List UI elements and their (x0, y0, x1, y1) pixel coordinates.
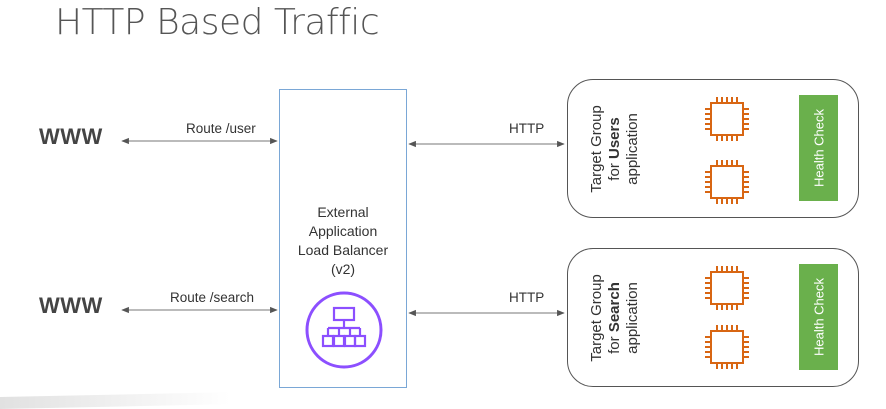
target-group-search-label: Target Group for Search application (574, 257, 656, 379)
tg-users-line-1: Target Group (588, 105, 605, 193)
ec2-instance-icon (705, 325, 749, 369)
tg-search-line-3: application (624, 282, 641, 354)
health-check-users: Health Check (799, 95, 838, 201)
tg-search-for: for (606, 332, 623, 354)
load-balancer-box: External Application Load Balancer (v2) (279, 89, 407, 388)
tg-search-line-1: Target Group (588, 274, 605, 362)
tg-search-name: Search (606, 282, 623, 333)
lb-line-1: External (317, 204, 369, 220)
tg-users-name: Users (606, 117, 623, 160)
lb-line-2: Application (308, 223, 378, 239)
health-check-users-label: Health Check (811, 108, 826, 188)
lb-line-4: (v2) (330, 261, 356, 277)
lb-line-3: Load Balancer (297, 242, 389, 258)
target-group-users-label: Target Group for Users application (574, 88, 656, 210)
ec2-instance-icon (705, 160, 749, 204)
www-client-search: WWW (39, 293, 103, 318)
target-group-users: Target Group for Users application Healt… (567, 79, 859, 218)
tg-users-line-3: application (624, 113, 641, 185)
application-load-balancer-icon (305, 291, 383, 369)
ec2-instance-icon (705, 97, 749, 141)
load-balancer-label: External Application Load Balancer (v2) (280, 203, 406, 279)
www-client-user: WWW (39, 124, 103, 149)
route-user-label: Route /user (186, 121, 256, 136)
ec2-instance-icon (705, 266, 749, 310)
page-title: HTTP Based Traffic (55, 2, 380, 43)
health-check-search: Health Check (799, 264, 838, 370)
tg-users-for: for (606, 159, 623, 181)
health-check-search-label: Health Check (811, 277, 826, 357)
route-search-label: Route /search (170, 290, 255, 305)
http-label-search: HTTP (509, 290, 545, 305)
target-group-search: Target Group for Search application Heal… (567, 248, 859, 387)
http-label-users: HTTP (509, 121, 545, 136)
